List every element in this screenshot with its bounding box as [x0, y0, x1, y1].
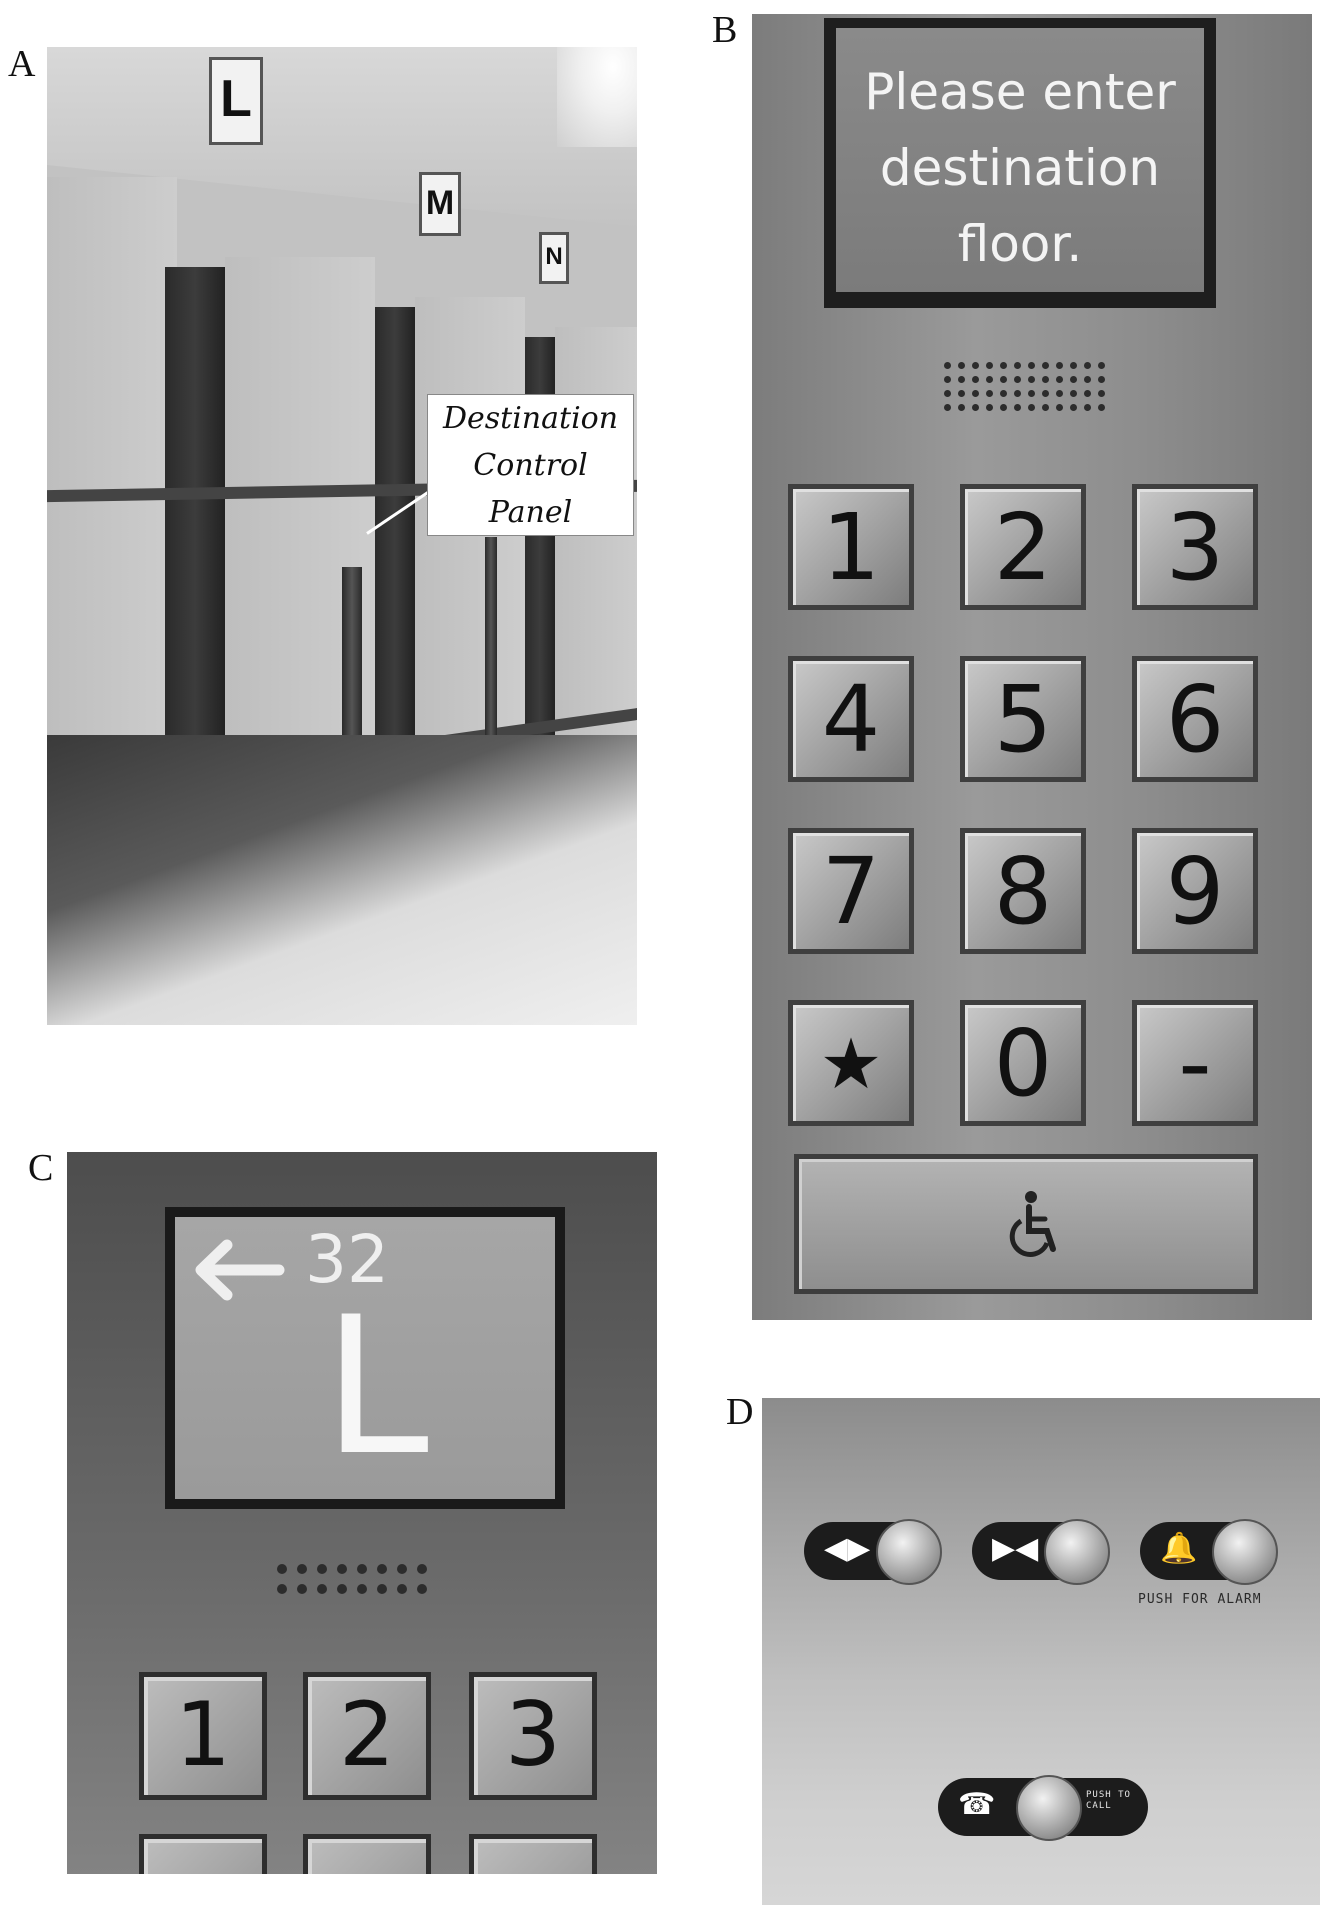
car-display-photo: 32 L 1 2 3 [67, 1152, 657, 1874]
display-line: destination [879, 139, 1161, 197]
key-dash[interactable]: - [1132, 1000, 1258, 1126]
alarm-button[interactable]: 🔔 [1140, 1519, 1278, 1585]
elevator-sign-l: L [209, 57, 263, 145]
key-partial[interactable] [303, 1834, 431, 1874]
phone-icon: ☎ [958, 1787, 996, 1822]
car-display: 32 L [165, 1207, 565, 1509]
key-2[interactable]: 2 [960, 484, 1086, 610]
arrow-left-icon [195, 1239, 285, 1301]
ceiling-light [557, 47, 637, 147]
panel-label-c: C [28, 1147, 54, 1189]
door-open-button[interactable]: ◀▶ [804, 1519, 942, 1585]
wheelchair-icon [1009, 1191, 1056, 1257]
accessibility-button[interactable] [794, 1154, 1258, 1294]
panel-label-a: A [8, 43, 36, 85]
button-knob [876, 1519, 942, 1585]
alarm-caption: PUSH FOR ALARM [1138, 1592, 1262, 1607]
button-knob [1044, 1519, 1110, 1585]
display-line: floor. [957, 215, 1083, 273]
call-caption: PUSH TO CALL [1086, 1790, 1131, 1811]
call-button[interactable]: ☎ PUSH TO CALL [938, 1775, 1148, 1841]
key-6[interactable]: 6 [1132, 656, 1258, 782]
destination-control-panel [485, 537, 497, 737]
speaker-grille [277, 1564, 427, 1594]
destination-display: Please enter destination floor. [824, 18, 1216, 308]
alarm-bell-icon: 🔔 [1160, 1531, 1198, 1566]
key-8[interactable]: 8 [960, 828, 1086, 954]
panel-label-d: D [726, 1391, 754, 1433]
key-3[interactable]: 3 [1132, 484, 1258, 610]
key-5[interactable]: 5 [960, 656, 1086, 782]
car-controls-photo: ◀▶ ▶◀ 🔔 PUSH FOR ALARM ☎ PUSH TO CALL [762, 1398, 1320, 1905]
keypad-photo: Please enter destination floor. 1 2 3 4 … [752, 14, 1312, 1320]
elevator-sign-n: N [539, 232, 569, 284]
key-partial[interactable] [469, 1834, 597, 1874]
car-letter: L [323, 1276, 429, 1497]
door-open-icon: ◀▶ [824, 1531, 871, 1566]
door-close-icon: ▶◀ [992, 1531, 1039, 1566]
key-2[interactable]: 2 [303, 1672, 431, 1800]
lobby-photo: L M N Destination Control Panel [47, 47, 637, 1025]
display-line: Please enter [864, 63, 1176, 121]
key-4[interactable]: 4 [788, 656, 914, 782]
key-7[interactable]: 7 [788, 828, 914, 954]
panel-label-b: B [712, 9, 738, 51]
floor [47, 735, 637, 1025]
callout-label: Destination Control Panel [427, 394, 634, 536]
key-1[interactable]: 1 [139, 1672, 267, 1800]
button-knob [1212, 1519, 1278, 1585]
elevator-sign-m: M [419, 172, 461, 236]
key-1[interactable]: 1 [788, 484, 914, 610]
key-star[interactable]: ★ [788, 1000, 914, 1126]
car-number: 32 [305, 1221, 389, 1298]
key-3[interactable]: 3 [469, 1672, 597, 1800]
button-knob [1016, 1775, 1082, 1841]
speaker-grille [944, 362, 1105, 411]
key-partial[interactable] [139, 1834, 267, 1874]
key-9[interactable]: 9 [1132, 828, 1258, 954]
door-close-button[interactable]: ▶◀ [972, 1519, 1110, 1585]
key-0[interactable]: 0 [960, 1000, 1086, 1126]
